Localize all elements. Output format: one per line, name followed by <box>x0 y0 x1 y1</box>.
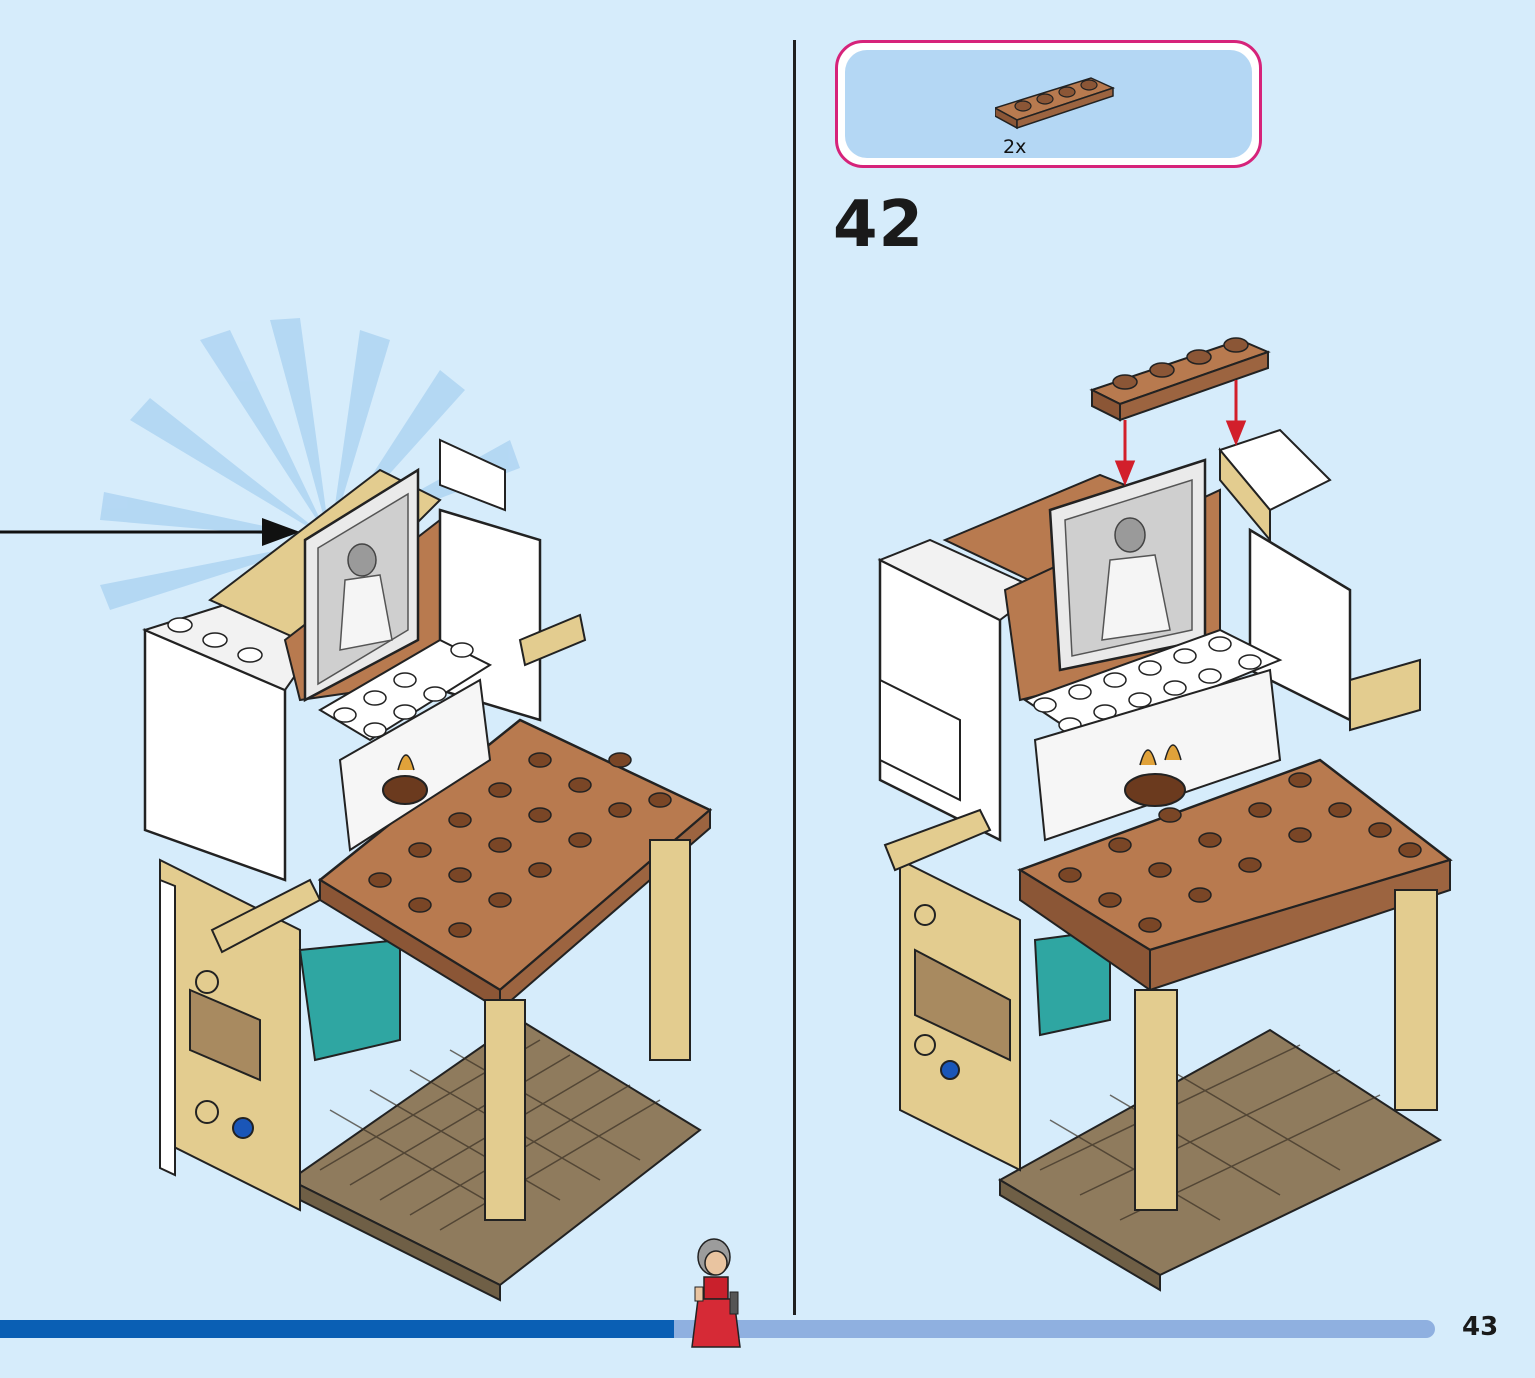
panel-divider <box>793 40 796 1315</box>
brown-plate-1x4-icon <box>995 77 1116 130</box>
previous-step-model <box>0 318 713 1302</box>
step-number: 42 <box>833 188 925 262</box>
progress-fill <box>0 1320 675 1338</box>
brown-plate-studs <box>368 752 672 938</box>
part-quantity: 2x <box>1003 136 1027 158</box>
parts-callout: 2x <box>835 40 1262 168</box>
pointer-arrow-head <box>262 518 300 546</box>
parts-callout-inner: 2x <box>845 50 1252 158</box>
minifigure-progress-marker <box>691 1238 741 1348</box>
placement-arrows <box>1114 380 1247 487</box>
new-brown-plate <box>1089 337 1271 422</box>
current-step-model <box>877 337 1453 1292</box>
page-number: 43 <box>1462 1312 1499 1342</box>
